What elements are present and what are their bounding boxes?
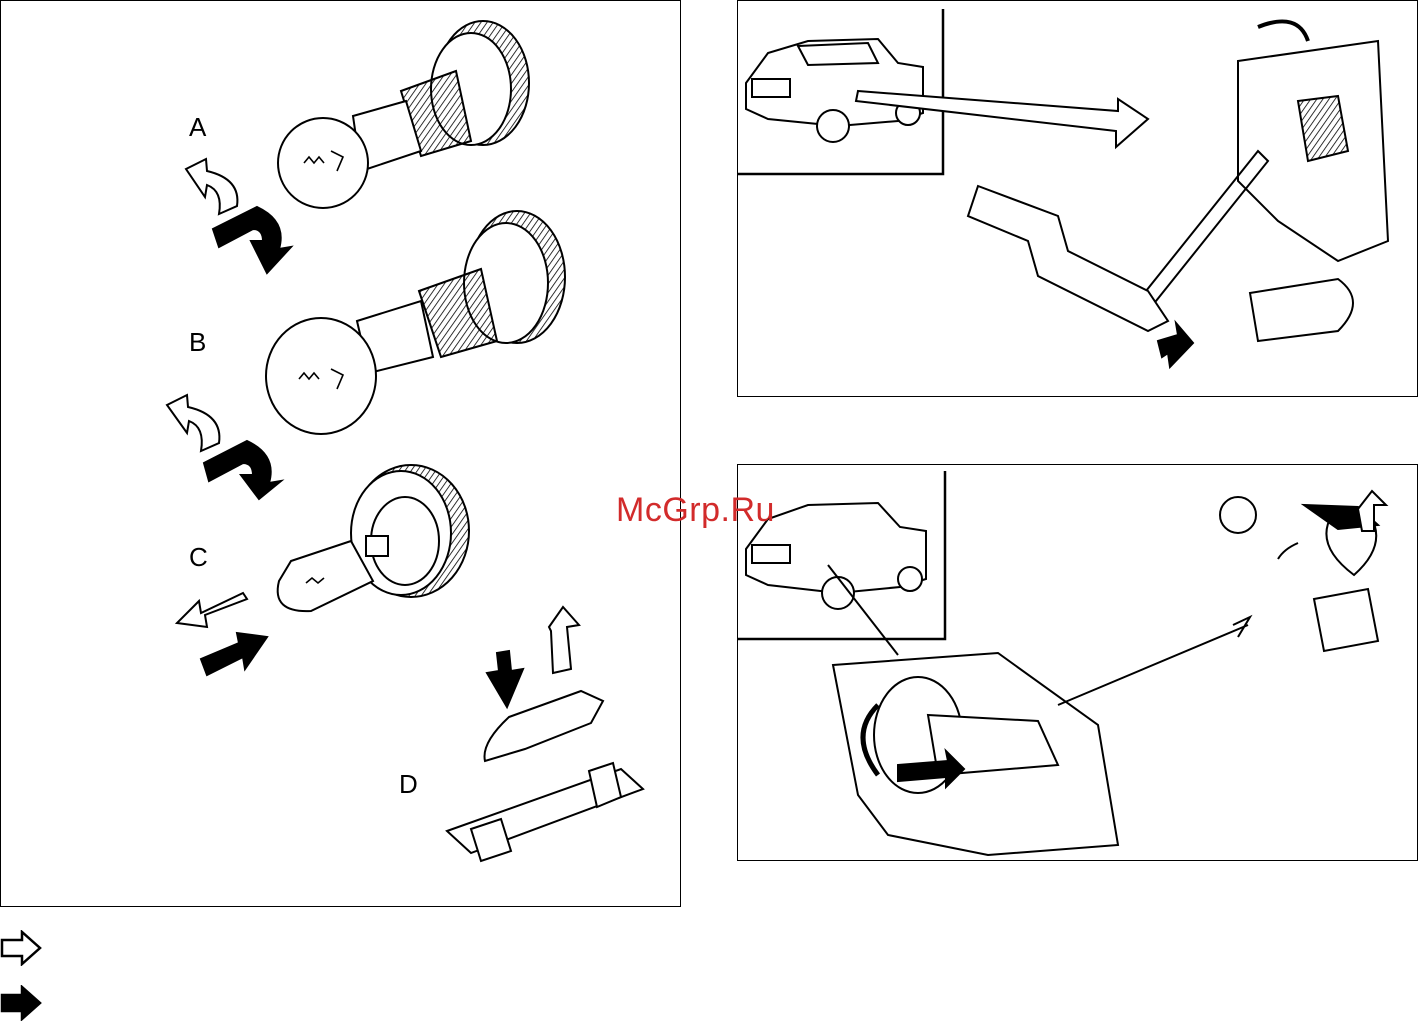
bulb-c-assembly	[278, 465, 469, 611]
vertical-arrows-d	[487, 607, 579, 707]
watermark-text: McGrp.Ru	[616, 493, 775, 527]
label-b: B	[189, 329, 206, 355]
front-lamp-drawing	[738, 1, 1418, 398]
label-a: A	[189, 114, 206, 140]
rear-lamp-panel	[737, 464, 1418, 861]
push-arrows-c	[177, 593, 267, 675]
bulb-b-assembly	[266, 211, 565, 434]
bulb-types-panel: A B C D	[0, 0, 681, 907]
rear-lamp-drawing	[738, 465, 1418, 862]
bulb-types-drawing	[1, 1, 682, 908]
bulb-d-assembly	[447, 691, 643, 861]
socket-bulb-top	[968, 186, 1193, 367]
front-lamp-panel	[737, 0, 1418, 397]
filled-arrow-icon	[0, 985, 44, 1021]
label-c: C	[189, 544, 208, 570]
spare-bulb-top	[1250, 279, 1353, 341]
lamp-socket-top	[1138, 21, 1388, 311]
lamp-housing-bottom	[833, 653, 1118, 855]
bulb-a-assembly	[278, 21, 529, 208]
rotate-arrows-b	[167, 395, 281, 499]
label-d: D	[399, 771, 418, 797]
rotate-arrows-a	[186, 159, 291, 273]
truck-inset	[738, 9, 943, 174]
outline-arrow-icon	[0, 930, 44, 966]
